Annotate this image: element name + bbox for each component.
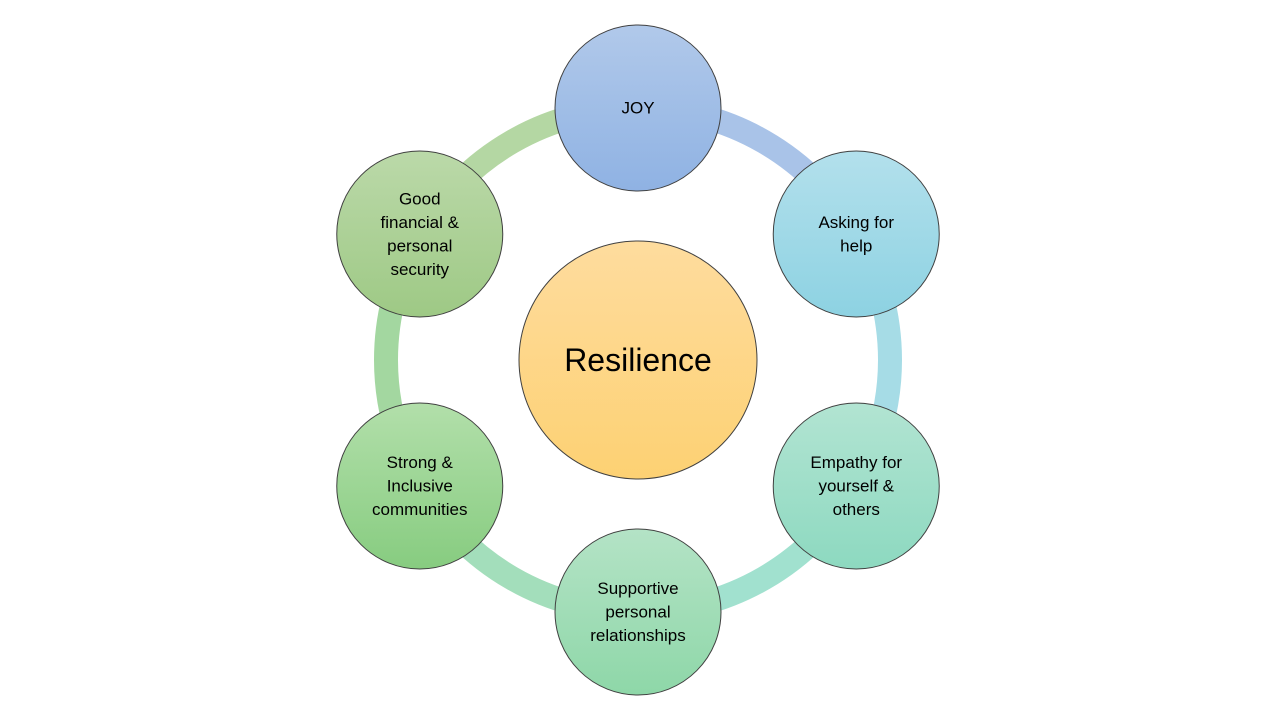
node-label-line: Inclusive (387, 477, 453, 496)
node-label-line: Supportive (597, 579, 678, 598)
node-circle (336, 150, 504, 318)
node-label-line: help (840, 236, 872, 255)
node-circle (554, 528, 722, 696)
node-label-line: communities (372, 500, 467, 519)
node-label-line: relationships (590, 626, 685, 645)
node-strong-communities: Strong & Inclusive communities (336, 402, 504, 570)
node-circle (554, 24, 722, 192)
node-supportive-relationships: Supportive personal relationships (554, 528, 722, 696)
node-label-line: others (833, 500, 880, 519)
center-label: Resilience (564, 342, 712, 378)
node-label-line: Empathy for (810, 453, 902, 472)
node-label-line: personal (387, 236, 452, 255)
node-joy: JOY (554, 24, 722, 192)
center-circle (518, 240, 758, 480)
node-empathy: Empathy for yourself & others (772, 402, 940, 570)
node-circle (772, 150, 940, 318)
node-label-line: yourself & (818, 477, 894, 496)
node-label-line: JOY (621, 99, 654, 118)
node-financial-security: Good financial & personal security (336, 150, 504, 318)
node-label-line: security (390, 260, 449, 279)
node-label-line: financial & (381, 213, 460, 232)
node-asking-for-help: Asking for help (772, 150, 940, 318)
node-label-line: personal (605, 603, 670, 622)
node-label-line: Good (399, 189, 441, 208)
center-node: Resilience (518, 240, 758, 480)
node-circle (772, 402, 940, 570)
node-circle (336, 402, 504, 570)
node-label-line: Asking for (818, 213, 894, 232)
node-label-line: Strong & (387, 453, 454, 472)
